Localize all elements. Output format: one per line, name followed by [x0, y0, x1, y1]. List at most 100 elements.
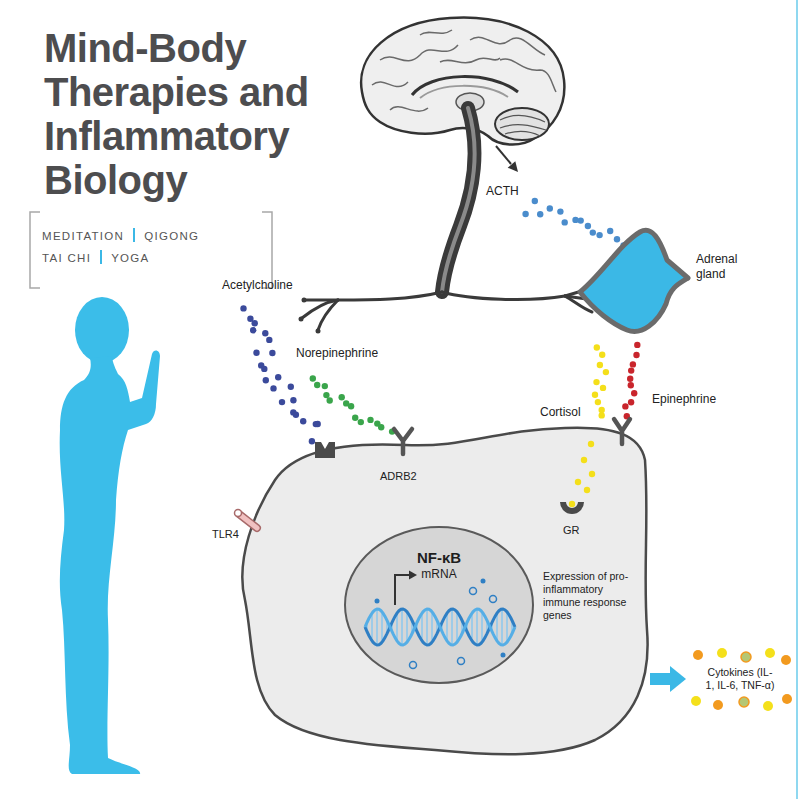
hormone-dot [323, 392, 329, 398]
therapy-bracket [30, 212, 272, 288]
hormone-label: ACTH [486, 184, 519, 198]
node-text: NF-κB [343, 549, 535, 567]
diagram-title: Mind-Body Therapies and Inflammatory Bio… [44, 26, 344, 202]
mrna-circles [490, 596, 497, 603]
dna-strand [365, 609, 515, 645]
hormone-dot [627, 376, 633, 382]
hormone-dot [578, 217, 584, 223]
brain [372, 30, 556, 111]
hormone-dot [593, 379, 599, 385]
therapy-row: MEDITATIONQIGONG [42, 225, 199, 247]
separator-bar [133, 228, 135, 242]
nerve-fibres [302, 288, 594, 330]
frame-line [796, 0, 798, 799]
brain [440, 58, 500, 63]
hormone-dot [300, 418, 306, 424]
hormone-dot [310, 375, 316, 381]
hormone-dot [600, 385, 606, 391]
brain [380, 45, 458, 61]
hormone-dot [378, 424, 384, 430]
cortisol-dots [569, 501, 575, 507]
hormone-dot [266, 337, 272, 343]
hormone-dot [628, 382, 634, 388]
brain [361, 18, 564, 292]
receptor-label: GR [563, 524, 580, 537]
hormone-dot [240, 305, 246, 311]
transcription-arrow [409, 571, 417, 580]
nerve-endings [302, 298, 307, 303]
cytokine-dot [691, 696, 701, 706]
hormone-dot [631, 390, 637, 396]
hormone-dot [597, 362, 603, 368]
mrna-circles [458, 658, 465, 665]
release-arrow [496, 146, 511, 164]
hormone-dot [614, 236, 620, 242]
therapy-name: TAI CHI [42, 252, 91, 264]
cell-membrane [242, 428, 647, 755]
brain [500, 115, 545, 122]
brain [361, 18, 564, 145]
cytokine-dot [781, 655, 791, 665]
mrna-dots [481, 579, 486, 584]
cortisol-dots [589, 471, 595, 477]
cortisol-dots [569, 441, 595, 507]
nerve-fibres [338, 292, 442, 300]
therapy-name: YOGA [111, 252, 149, 264]
mrna-dots [501, 653, 506, 658]
adrenergic-receptor [614, 419, 630, 444]
hormone-dot [262, 330, 268, 336]
brain [495, 108, 549, 140]
tlr4-receptor [235, 510, 242, 517]
cytokine-dot [739, 697, 749, 707]
brain [442, 108, 474, 292]
nerve-endings [299, 298, 321, 334]
hormone-dot [557, 208, 563, 214]
brain [505, 132, 540, 136]
brain [390, 107, 428, 111]
hormone-dot [322, 383, 328, 389]
cytokine-dot [765, 648, 775, 658]
hormone-dot [562, 219, 568, 225]
hormone-dot [532, 198, 538, 204]
mrna-circles [410, 662, 417, 669]
hormone-label: Epinephrine [652, 392, 716, 406]
node-text: Expression of pro-inflammatory immune re… [543, 570, 635, 622]
mrna-dots [375, 599, 380, 604]
person-silhouette [75, 297, 129, 363]
cortisol-dots [588, 441, 594, 447]
separator-bar [100, 250, 102, 264]
hormone-dot [270, 385, 276, 391]
hormone-dot [590, 229, 596, 235]
hormone-dot [339, 394, 345, 400]
brain [500, 125, 546, 130]
hormone-dot [261, 366, 267, 372]
cytokine-dot [693, 650, 703, 660]
nerve-endings [316, 329, 321, 334]
hormone-dot [293, 412, 299, 418]
hormone-dot [522, 211, 528, 217]
immune-cell: Expression of pro-inflammatory immune re… [235, 420, 650, 760]
release-arrow [496, 146, 518, 172]
neurotransmitter-label: Norepinephrine [296, 346, 378, 360]
brain [420, 30, 452, 35]
cytokine-dot [713, 700, 723, 710]
cholinergic-receptor [315, 442, 335, 458]
hormone-dot [599, 412, 605, 418]
cytokine-cluster: Cytokines (IL-1, IL-6, TNF-α) [688, 648, 792, 710]
brain [500, 115, 546, 136]
hormone-dot [315, 421, 321, 427]
hormone-dot [603, 369, 609, 375]
hormone-dot [596, 232, 602, 238]
arrow-head [670, 666, 686, 692]
cytokine-dot [763, 701, 773, 711]
hormone-dot [252, 320, 258, 326]
hormone-dot [327, 397, 333, 403]
receptor-label: TLR4 [212, 528, 239, 541]
adrenal-gland: Adrenal gland [572, 222, 694, 340]
tlr4-receptor [239, 514, 257, 528]
therapy-row: TAI CHI YOGA [42, 247, 199, 269]
transcription-arrow [395, 575, 410, 605]
cytokine-dot [782, 694, 792, 704]
adrenal-gland-shape [572, 222, 694, 340]
nucleus: NF-κBmRNA [343, 525, 535, 685]
